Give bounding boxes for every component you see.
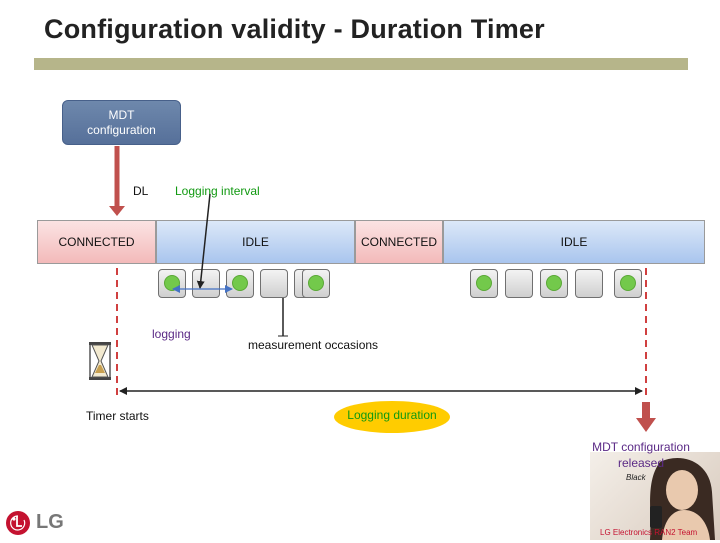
dl-label: DL	[133, 184, 149, 198]
measurement-occasion-slot	[470, 269, 498, 298]
logging-dot	[546, 275, 562, 291]
lg-logo-mark	[6, 511, 30, 535]
logging-duration-highlight	[334, 401, 450, 433]
logging-dot	[620, 275, 636, 291]
measurement-occasions-label: measurement occasions	[248, 338, 379, 352]
measurement-occasion-slot	[302, 269, 330, 298]
mdt-box-line1: MDT	[108, 108, 135, 122]
released-line1: MDT configuration	[592, 440, 690, 454]
title-underline-bar	[34, 58, 688, 70]
measurement-occasion-slot	[614, 269, 642, 298]
measurement-occasion-slot	[226, 269, 254, 298]
measurement-occasion-slot	[192, 269, 220, 298]
measurement-occasion-slot	[505, 269, 533, 298]
logging-interval-pointer	[196, 193, 211, 289]
mdt-configuration-box: MDT configuration	[62, 100, 181, 145]
footer-photo: Black	[590, 452, 720, 540]
hourglass-icon	[89, 342, 111, 380]
release-arrow-head	[636, 418, 656, 432]
page-title: Configuration validity - Duration Timer	[44, 14, 545, 44]
measurement-occasion-slot	[540, 269, 568, 298]
logging-label: logging	[152, 327, 191, 341]
photo-caption: Black	[626, 473, 646, 482]
lg-logo-text: LG	[36, 511, 64, 533]
lg-logo: LG	[4, 508, 70, 543]
logging-dot	[232, 275, 248, 291]
state-idle-2: IDLE	[443, 220, 705, 264]
state-label: CONNECTED	[360, 235, 437, 249]
mdt-config-released-label: MDT configuration released	[584, 439, 698, 471]
logging-dot	[476, 275, 492, 291]
state-connected-2: CONNECTED	[355, 220, 443, 264]
timer-starts-label: Timer starts	[86, 409, 149, 423]
logging-interval-label: Logging interval	[175, 184, 260, 198]
mdt-config-arrow-head	[109, 206, 125, 216]
logging-duration-label: Logging duration	[347, 408, 437, 422]
footer-team-label: LG Electronics RAN2 Team	[600, 528, 698, 537]
logging-dot	[308, 275, 324, 291]
state-label: IDLE	[242, 235, 269, 249]
released-line2: released	[617, 456, 665, 470]
measurement-occasion-slot	[260, 269, 288, 298]
state-connected-1: CONNECTED	[37, 220, 156, 264]
person-photo-illustration	[650, 457, 715, 540]
mdt-box-line2: configuration	[87, 123, 156, 137]
state-label: CONNECTED	[58, 235, 135, 249]
state-label: IDLE	[560, 235, 588, 249]
measurement-occasion-slot	[158, 269, 186, 298]
measurement-occasion-slot	[575, 269, 603, 298]
state-idle-1: IDLE	[156, 220, 355, 264]
